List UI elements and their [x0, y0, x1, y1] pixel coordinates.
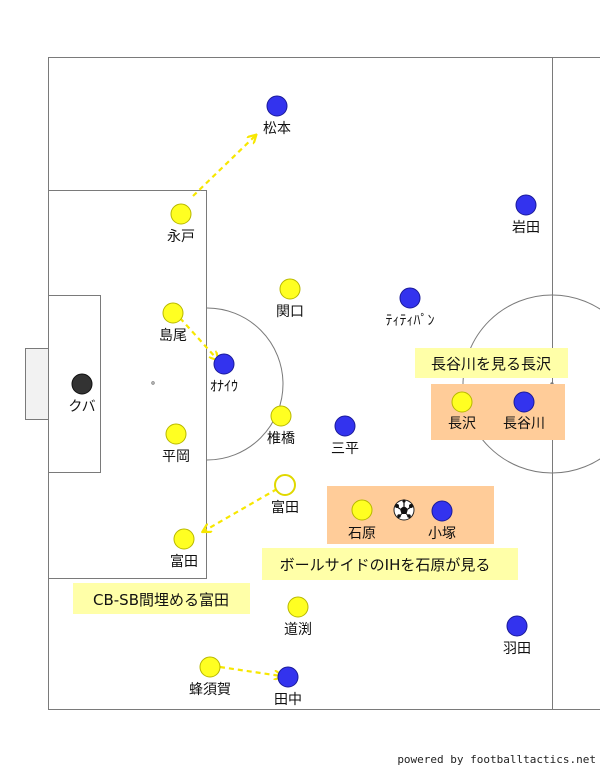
player-name: 小塚: [428, 526, 456, 542]
player-tiago: ﾃｨﾃｨﾊﾟﾝ: [386, 287, 435, 329]
player-marker-blue: [266, 95, 288, 117]
player-haneda: 羽田: [503, 615, 531, 657]
player-marker-yellow: [279, 278, 301, 300]
player-michibuchi: 道渕: [284, 596, 312, 638]
player-marker-blue: [506, 615, 528, 637]
player-name: 富田: [170, 553, 198, 570]
player-iwata: 岩田: [512, 194, 540, 236]
arrow-tomita-drop: [204, 488, 278, 531]
player-name: 富田: [271, 499, 299, 516]
player-name: 島尾: [159, 328, 187, 344]
arrow-shimao-to-oliveira: [179, 317, 217, 359]
goal: [25, 348, 49, 420]
player-shiihashi: 椎橋: [267, 405, 295, 447]
player-shimao: 島尾: [159, 302, 187, 344]
player-marker-blue: [213, 353, 235, 375]
player-name: 羽田: [503, 641, 531, 657]
player-marker-yellow: [162, 302, 184, 324]
player-name: 松本: [263, 121, 291, 137]
arrow-nagato-to-matsumoto: [192, 136, 255, 197]
player-marker-blue: [431, 500, 453, 522]
note-box: [73, 583, 250, 614]
ball: [393, 499, 415, 521]
zone-nagasawa-hasegawa: [431, 384, 565, 440]
player-hiraoka: 平岡: [162, 423, 190, 465]
player-ishihara: 石原: [348, 499, 376, 542]
player-hasegawa: 長谷川: [503, 391, 545, 432]
player-marker-blue: [277, 666, 299, 688]
player-oliveira: ｵﾅｲｳ: [210, 353, 238, 395]
player-marker-yellow: [451, 391, 473, 413]
player-marker-yellow: [165, 423, 187, 445]
player-hachisuka: 蜂須賀: [189, 656, 231, 698]
player-marker-ghost: [274, 474, 296, 496]
pitch-markings: [25, 57, 600, 710]
player-marker-blue: [399, 287, 421, 309]
player-kuba: クバ: [68, 373, 96, 415]
player-marker-yellow: [287, 596, 309, 618]
player-nagato: 永戸: [167, 203, 195, 245]
yellow-team: 永戸 島尾 平岡 富田 関口 椎橋 石原 道渕: [159, 203, 476, 698]
note-text: CB-SB間埋める富田: [93, 591, 229, 609]
note-text: ボールサイドのIHを石原が見る: [280, 556, 491, 574]
player-marker-blue: [515, 194, 537, 216]
player-nagasawa: 長沢: [448, 391, 476, 432]
player-name: 岩田: [512, 220, 540, 236]
penalty-arc: [206, 307, 284, 461]
player-matsumoto: 松本: [263, 95, 291, 137]
player-marker-yellow: [199, 656, 221, 678]
note-box: [262, 548, 518, 580]
note-box: [415, 348, 568, 378]
player-marker-yellow: [270, 405, 292, 427]
note-tomita: CB-SB間埋める富田: [73, 583, 250, 614]
note-text: 長谷川を見る長沢: [431, 355, 551, 373]
player-marker-keeper: [71, 373, 93, 395]
player-marker-yellow: [170, 203, 192, 225]
player-name: 関口: [276, 304, 304, 320]
player-marker-blue: [513, 391, 535, 413]
footer-credit: powered by footballtactics.net: [397, 753, 596, 766]
arrow-hachisuka-to-tanaka: [219, 665, 281, 676]
player-name: 長沢: [448, 416, 476, 432]
player-tomita-back: 富田: [170, 528, 198, 570]
player-name: 三平: [331, 441, 359, 457]
player-marker-blue: [334, 415, 356, 437]
movement-arrows: [179, 136, 281, 676]
player-sekiguchi: 関口: [276, 278, 304, 320]
penalty-spot: [151, 381, 155, 385]
player-name: 石原: [348, 526, 376, 542]
player-name: 椎橋: [267, 431, 295, 447]
player-name: 田中: [274, 692, 302, 708]
player-marker-yellow: [351, 499, 373, 521]
note-ishihara: ボールサイドのIHを石原が見る: [262, 548, 518, 580]
player-name: 蜂須賀: [189, 682, 231, 698]
blue-team: 松本 ｵﾅｲｳ ﾃｨﾃｨﾊﾟﾝ 三平 小塚 田中 岩田 長谷川: [210, 95, 545, 708]
player-name: ｵﾅｲｳ: [210, 379, 238, 395]
player-name: ﾃｨﾃｨﾊﾟﾝ: [386, 313, 435, 329]
player-marker-yellow: [173, 528, 195, 550]
player-name: 道渕: [284, 622, 312, 638]
player-kozuka: 小塚: [428, 500, 456, 542]
player-tomita-ghost: 富田: [271, 474, 299, 516]
player-tanaka: 田中: [274, 666, 302, 708]
player-name: 永戸: [167, 229, 195, 245]
player-name: 長谷川: [503, 416, 545, 432]
player-name: 平岡: [162, 449, 190, 465]
player-sanpei: 三平: [331, 415, 359, 457]
note-hasegawa: 長谷川を見る長沢: [415, 348, 568, 378]
player-name: クバ: [68, 399, 95, 415]
